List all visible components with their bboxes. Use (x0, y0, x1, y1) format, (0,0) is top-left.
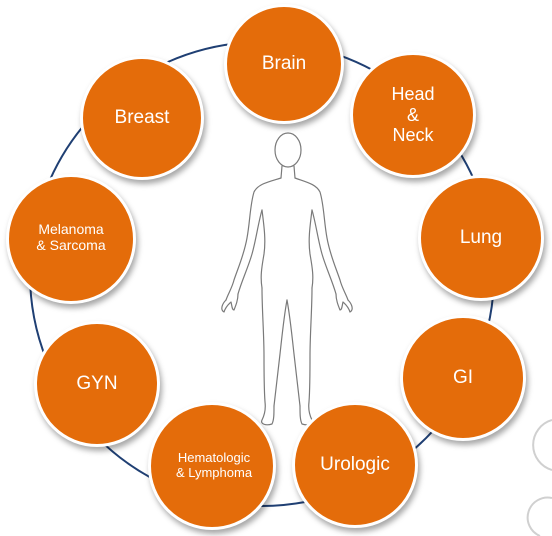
urologic-node[interactable]: Urologic (292, 402, 418, 528)
edge-arc-decoration (533, 420, 552, 470)
brain-node[interactable]: Brain (224, 4, 344, 124)
gi-node[interactable]: GI (400, 315, 526, 441)
breast-node[interactable]: Breast (80, 56, 204, 180)
gyn-node[interactable]: GYN (34, 321, 160, 447)
head-neck-label: Head & Neck (391, 84, 434, 146)
lung-node[interactable]: Lung (418, 175, 544, 301)
human-body-outline-icon (222, 133, 352, 425)
hematologic-lymphoma-label: Hematologic & Lymphoma (176, 451, 252, 481)
edge-arc-decoration (528, 498, 552, 536)
urologic-label: Urologic (320, 454, 390, 476)
melanoma-sarcoma-label: Melanoma & Sarcoma (36, 221, 105, 253)
lung-label: Lung (460, 227, 502, 249)
melanoma-sarcoma-node[interactable]: Melanoma & Sarcoma (6, 174, 136, 304)
breast-label: Breast (115, 107, 170, 129)
gyn-label: GYN (76, 373, 117, 395)
hematologic-lymphoma-node[interactable]: Hematologic & Lymphoma (148, 402, 276, 530)
gi-label: GI (453, 367, 473, 389)
head-neck-node[interactable]: Head & Neck (350, 52, 476, 178)
brain-label: Brain (262, 53, 306, 75)
